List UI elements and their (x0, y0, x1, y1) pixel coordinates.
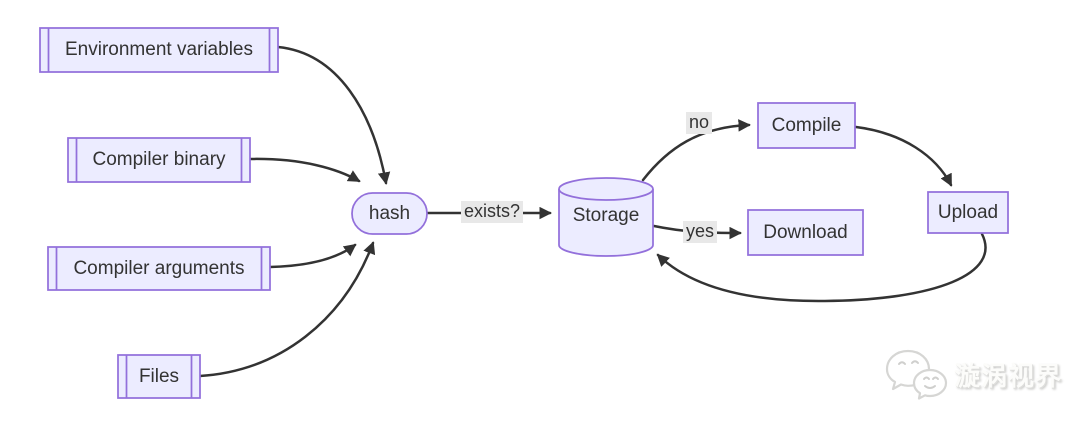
node-hash-shape (351, 192, 428, 235)
node-compiler-binary-shape (67, 137, 251, 183)
node-download-shape (747, 209, 864, 256)
edge-label-exists: exists? (461, 201, 524, 223)
edge-env-to-hash (276, 45, 391, 185)
node-upload-shape (927, 191, 1009, 234)
edge-label-no: no (686, 112, 713, 134)
edge-upload-to-storage (656, 232, 987, 303)
edge-args-to-hash (268, 243, 357, 269)
node-storage-shape (558, 177, 654, 257)
chat-bubbles-icon (885, 349, 948, 400)
node-files-shape (117, 354, 201, 399)
edge-files-to-hash (198, 241, 376, 378)
edge-label-yes: yes (683, 221, 718, 243)
watermark: 漩涡视界 (882, 348, 1062, 406)
edge-compile-to-upload (854, 125, 953, 187)
watermark-text: 漩涡视界 (954, 361, 1063, 391)
edge-storage-to-compile (641, 119, 751, 182)
node-compiler-arguments-shape (47, 246, 271, 291)
node-compile-shape (757, 102, 856, 149)
edge-binary-to-hash (248, 157, 361, 183)
node-environment-variables-shape (39, 27, 279, 73)
